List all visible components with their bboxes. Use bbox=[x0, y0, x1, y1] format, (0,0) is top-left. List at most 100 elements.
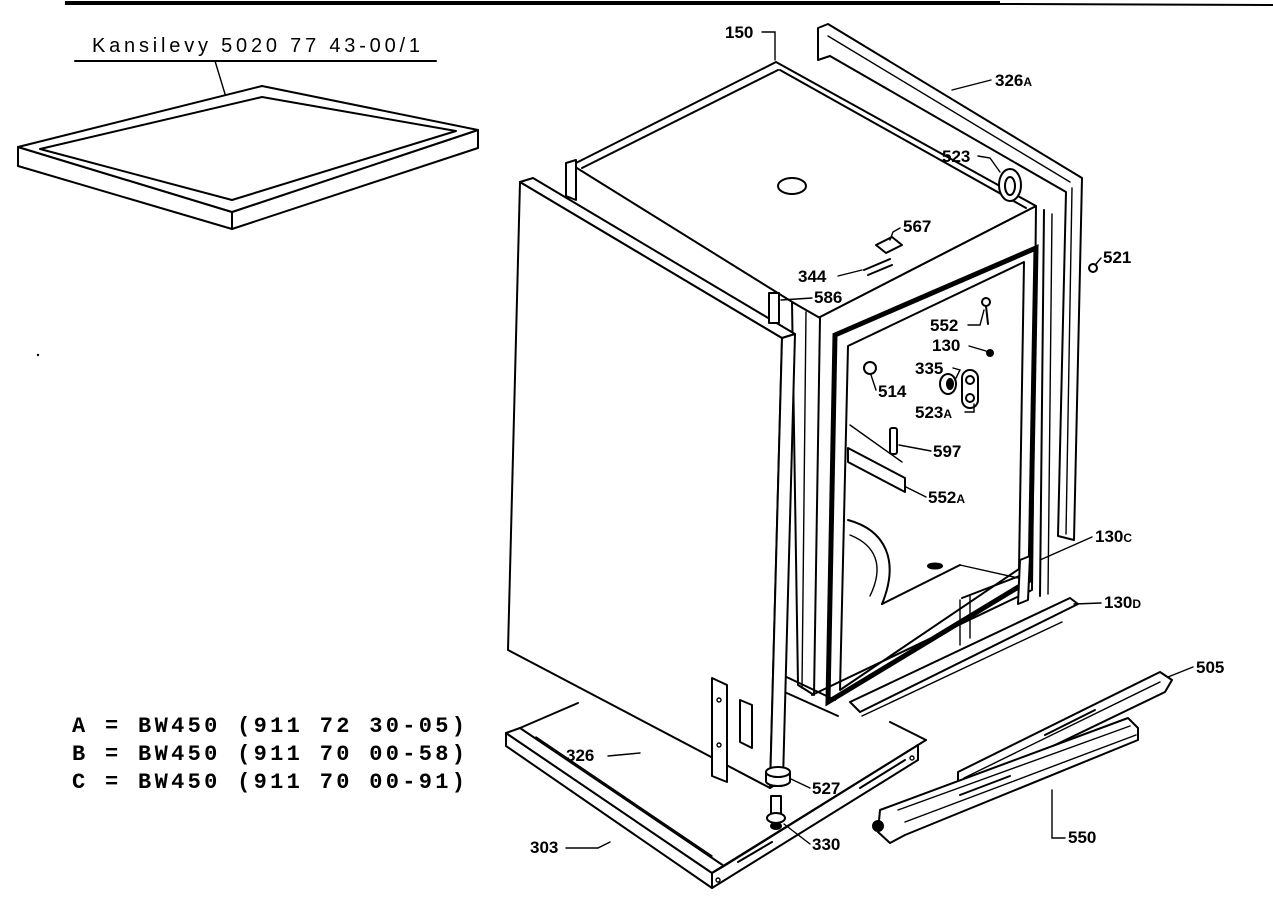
cabinet-bottom-edge-2 bbox=[779, 689, 839, 717]
leader-597 bbox=[898, 444, 932, 452]
foot-bolt-330-shaft bbox=[770, 795, 782, 815]
base-slot bbox=[737, 841, 773, 863]
top-back-rim bbox=[779, 69, 1027, 209]
gasket-strip-130d-edge bbox=[861, 621, 1063, 717]
base-slot-2 bbox=[859, 759, 906, 789]
base-hole-2 bbox=[909, 755, 915, 761]
hinge-523-outer bbox=[998, 168, 1022, 202]
base-back-edge-2 bbox=[889, 721, 927, 741]
countertop-panel bbox=[17, 85, 479, 230]
kick-plate-550-edge bbox=[897, 725, 1131, 811]
part-label-330: 330 bbox=[812, 835, 840, 854]
kick-plate-550-knob bbox=[872, 820, 884, 832]
leader-552 bbox=[967, 309, 985, 326]
foot-bolt-330-nut bbox=[766, 812, 786, 824]
countertop-inner-rim bbox=[39, 96, 457, 201]
part-514-screw bbox=[863, 361, 877, 375]
front-left-flange bbox=[791, 301, 821, 696]
bracket-hole bbox=[716, 697, 722, 703]
bracket-hole-2 bbox=[716, 742, 722, 748]
part-523a-hinge-plate bbox=[961, 369, 979, 409]
leader-330 bbox=[783, 823, 811, 845]
countertop-title: Kansilevy 5020 77 43-00/1 bbox=[92, 35, 420, 57]
part-label-130d: 130D bbox=[1104, 593, 1141, 612]
part-label-303: 303 bbox=[530, 838, 558, 857]
leader-523a bbox=[964, 403, 975, 413]
model-legend: A = BW450 (911 72 30-05) B = BW450 (911 … bbox=[72, 714, 465, 795]
right-side-panel bbox=[817, 23, 1083, 541]
left-side-panel-face bbox=[507, 181, 783, 789]
leader-326 bbox=[607, 752, 641, 757]
part-label-523: 523 bbox=[942, 147, 970, 166]
foot-bolt-330 bbox=[766, 795, 786, 830]
part-label-514: 514 bbox=[878, 382, 907, 401]
part-344-line-2 bbox=[867, 264, 893, 276]
left-panel-bracket-2 bbox=[739, 699, 753, 749]
leader-130c bbox=[1039, 536, 1093, 561]
kick-plate-550-edge-2 bbox=[904, 734, 1137, 823]
leader-130 bbox=[968, 345, 987, 352]
leader-130d bbox=[1073, 602, 1102, 605]
right-side-panel-inner-edge bbox=[827, 35, 1071, 183]
part-labels: 150 326A 523 567 521 344 586 552 130 335… bbox=[530, 23, 1224, 857]
door-gasket-outer bbox=[825, 244, 1039, 707]
leader-550 bbox=[1051, 789, 1066, 839]
tub-drain bbox=[927, 562, 943, 570]
legend-line-c: C = BW450 (911 70 00-91) bbox=[72, 770, 465, 795]
part-521-screw bbox=[1088, 263, 1098, 273]
rear-bracket bbox=[1017, 555, 1031, 605]
base-left-rail-inner bbox=[535, 736, 713, 857]
tub-upper-ledge bbox=[849, 424, 903, 463]
part-label-552: 552 bbox=[930, 316, 958, 335]
basket-rail bbox=[847, 447, 906, 493]
leader-521 bbox=[1095, 257, 1102, 265]
part-344-clip bbox=[863, 258, 893, 276]
part-label-505: 505 bbox=[1196, 658, 1224, 677]
top-border-line-thin bbox=[999, 3, 1273, 6]
leader-552a bbox=[905, 486, 927, 498]
base-hole bbox=[715, 877, 721, 883]
foot-cap-527-top bbox=[765, 766, 791, 778]
part-label-586: 586 bbox=[814, 288, 842, 307]
base-back-edge bbox=[519, 702, 579, 729]
left-side-panel bbox=[507, 177, 796, 789]
leader-344 bbox=[837, 269, 863, 277]
tub-bottom-arc-inner bbox=[849, 534, 878, 597]
stray-dot bbox=[36, 353, 40, 357]
kick-rail-505-slot bbox=[1044, 709, 1096, 736]
part-label-527: 527 bbox=[812, 779, 840, 798]
part-130-clip bbox=[986, 349, 994, 357]
part-label-326: 326 bbox=[566, 746, 594, 765]
base-frame bbox=[505, 702, 927, 889]
kick-plate-550 bbox=[872, 717, 1139, 844]
part-335-core bbox=[946, 378, 954, 390]
leader-505 bbox=[1167, 666, 1194, 678]
front-left-flange-inner bbox=[801, 311, 807, 689]
part-552-pin bbox=[981, 297, 991, 325]
part-567-plate bbox=[875, 236, 903, 254]
part-523a-hole bbox=[965, 375, 975, 385]
countertop-top-face bbox=[17, 85, 479, 213]
part-label-597: 597 bbox=[933, 442, 961, 461]
legend-line-b: B = BW450 (911 70 00-58) bbox=[72, 742, 465, 767]
leader-335 bbox=[952, 367, 962, 379]
part-label-523a: 523A bbox=[915, 403, 952, 422]
part-label-130c: 130C bbox=[1095, 527, 1132, 546]
tub-bottom-arc bbox=[847, 519, 891, 605]
part-label-326a: 326A bbox=[995, 71, 1032, 90]
right-stile-line-2 bbox=[1047, 213, 1053, 595]
kick-plate-550-body bbox=[877, 717, 1139, 844]
top-left-rim bbox=[581, 69, 779, 169]
leader-586 bbox=[780, 297, 813, 301]
part-523a-hole-2 bbox=[965, 393, 975, 403]
hinge-523-inner bbox=[1004, 176, 1016, 196]
leader-514 bbox=[870, 374, 877, 391]
right-stile-line bbox=[1039, 209, 1045, 597]
part-label-552a: 552A bbox=[928, 488, 965, 507]
part-597-rod bbox=[889, 427, 898, 455]
part-label-335: 335 bbox=[915, 359, 943, 378]
leader-150 bbox=[761, 31, 776, 61]
left-panel-bracket bbox=[711, 677, 728, 783]
part-label-130: 130 bbox=[932, 336, 960, 355]
